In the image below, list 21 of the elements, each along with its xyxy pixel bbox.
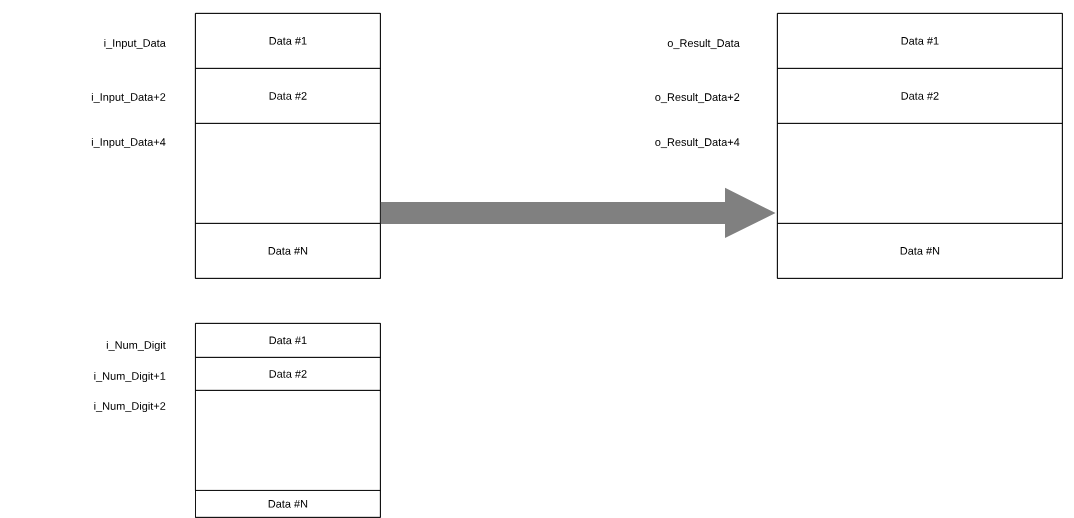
table-cell: Data #N: [195, 490, 381, 518]
table-cell: Data #1: [777, 13, 1063, 69]
address-label: o_Result_Data: [667, 38, 740, 50]
table-cell: Data #1: [195, 323, 381, 358]
table-cell: Data #N: [777, 223, 1063, 279]
table-cell: Data #2: [195, 357, 381, 391]
table-cell: Data #N: [195, 223, 381, 279]
table-cell: Data #2: [195, 68, 381, 124]
address-label: i_Num_Digit+2: [94, 401, 166, 413]
address-label: i_Input_Data+2: [91, 92, 166, 104]
table-cell: Data #2: [777, 68, 1063, 124]
address-label: i_Input_Data+4: [91, 137, 166, 149]
address-label: i_Num_Digit+1: [94, 371, 166, 383]
address-label: i_Num_Digit: [106, 340, 166, 352]
address-label: i_Input_Data: [104, 38, 166, 50]
table-cell: [195, 123, 381, 224]
table-cell: [777, 123, 1063, 224]
table-cell: [195, 390, 381, 491]
address-label: o_Result_Data+2: [655, 92, 740, 104]
address-label: o_Result_Data+4: [655, 137, 740, 149]
table-cell: Data #1: [195, 13, 381, 69]
